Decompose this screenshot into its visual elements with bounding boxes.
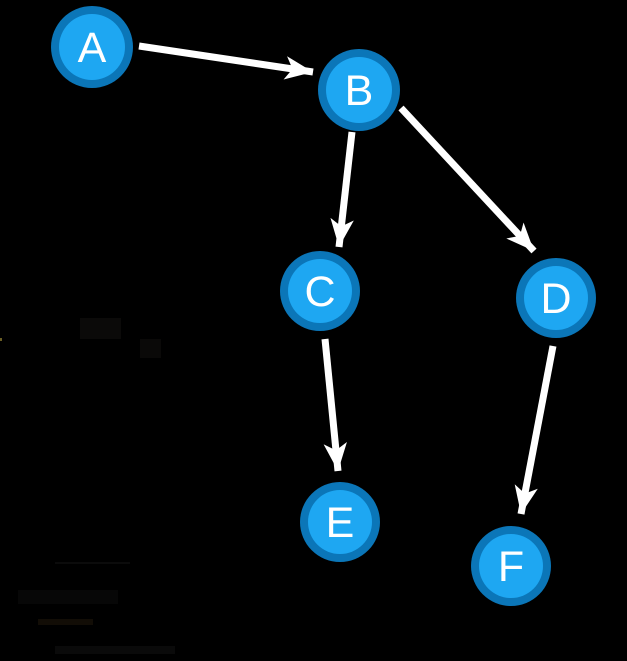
node-fill: [524, 266, 588, 330]
edge-arrow-A-B: [138, 42, 314, 80]
edge-arrow-B-D: [398, 105, 537, 254]
node-fill: [59, 14, 125, 80]
node-fill: [308, 490, 372, 554]
background-artifact: [18, 590, 118, 604]
node-fill: [288, 259, 352, 323]
graph-node-E[interactable]: E: [300, 482, 380, 562]
background-artifact: [80, 318, 121, 339]
background-artifact: [55, 646, 175, 654]
graph-node-C[interactable]: C: [280, 251, 360, 331]
background-artifact: [140, 339, 161, 358]
background-artifact: [38, 619, 93, 625]
background-artifact: [55, 562, 130, 564]
background-artifact: [0, 338, 2, 341]
graph-node-A[interactable]: A: [51, 6, 133, 88]
graph-node-B[interactable]: B: [318, 49, 400, 131]
graph-node-F[interactable]: F: [471, 526, 551, 606]
node-fill: [479, 534, 543, 598]
node-fill: [326, 57, 392, 123]
edge-arrow-C-E: [321, 338, 347, 472]
graph-node-D[interactable]: D: [516, 258, 596, 338]
edge-arrow-D-F: [514, 345, 557, 515]
edge-arrow-B-C: [330, 131, 356, 248]
